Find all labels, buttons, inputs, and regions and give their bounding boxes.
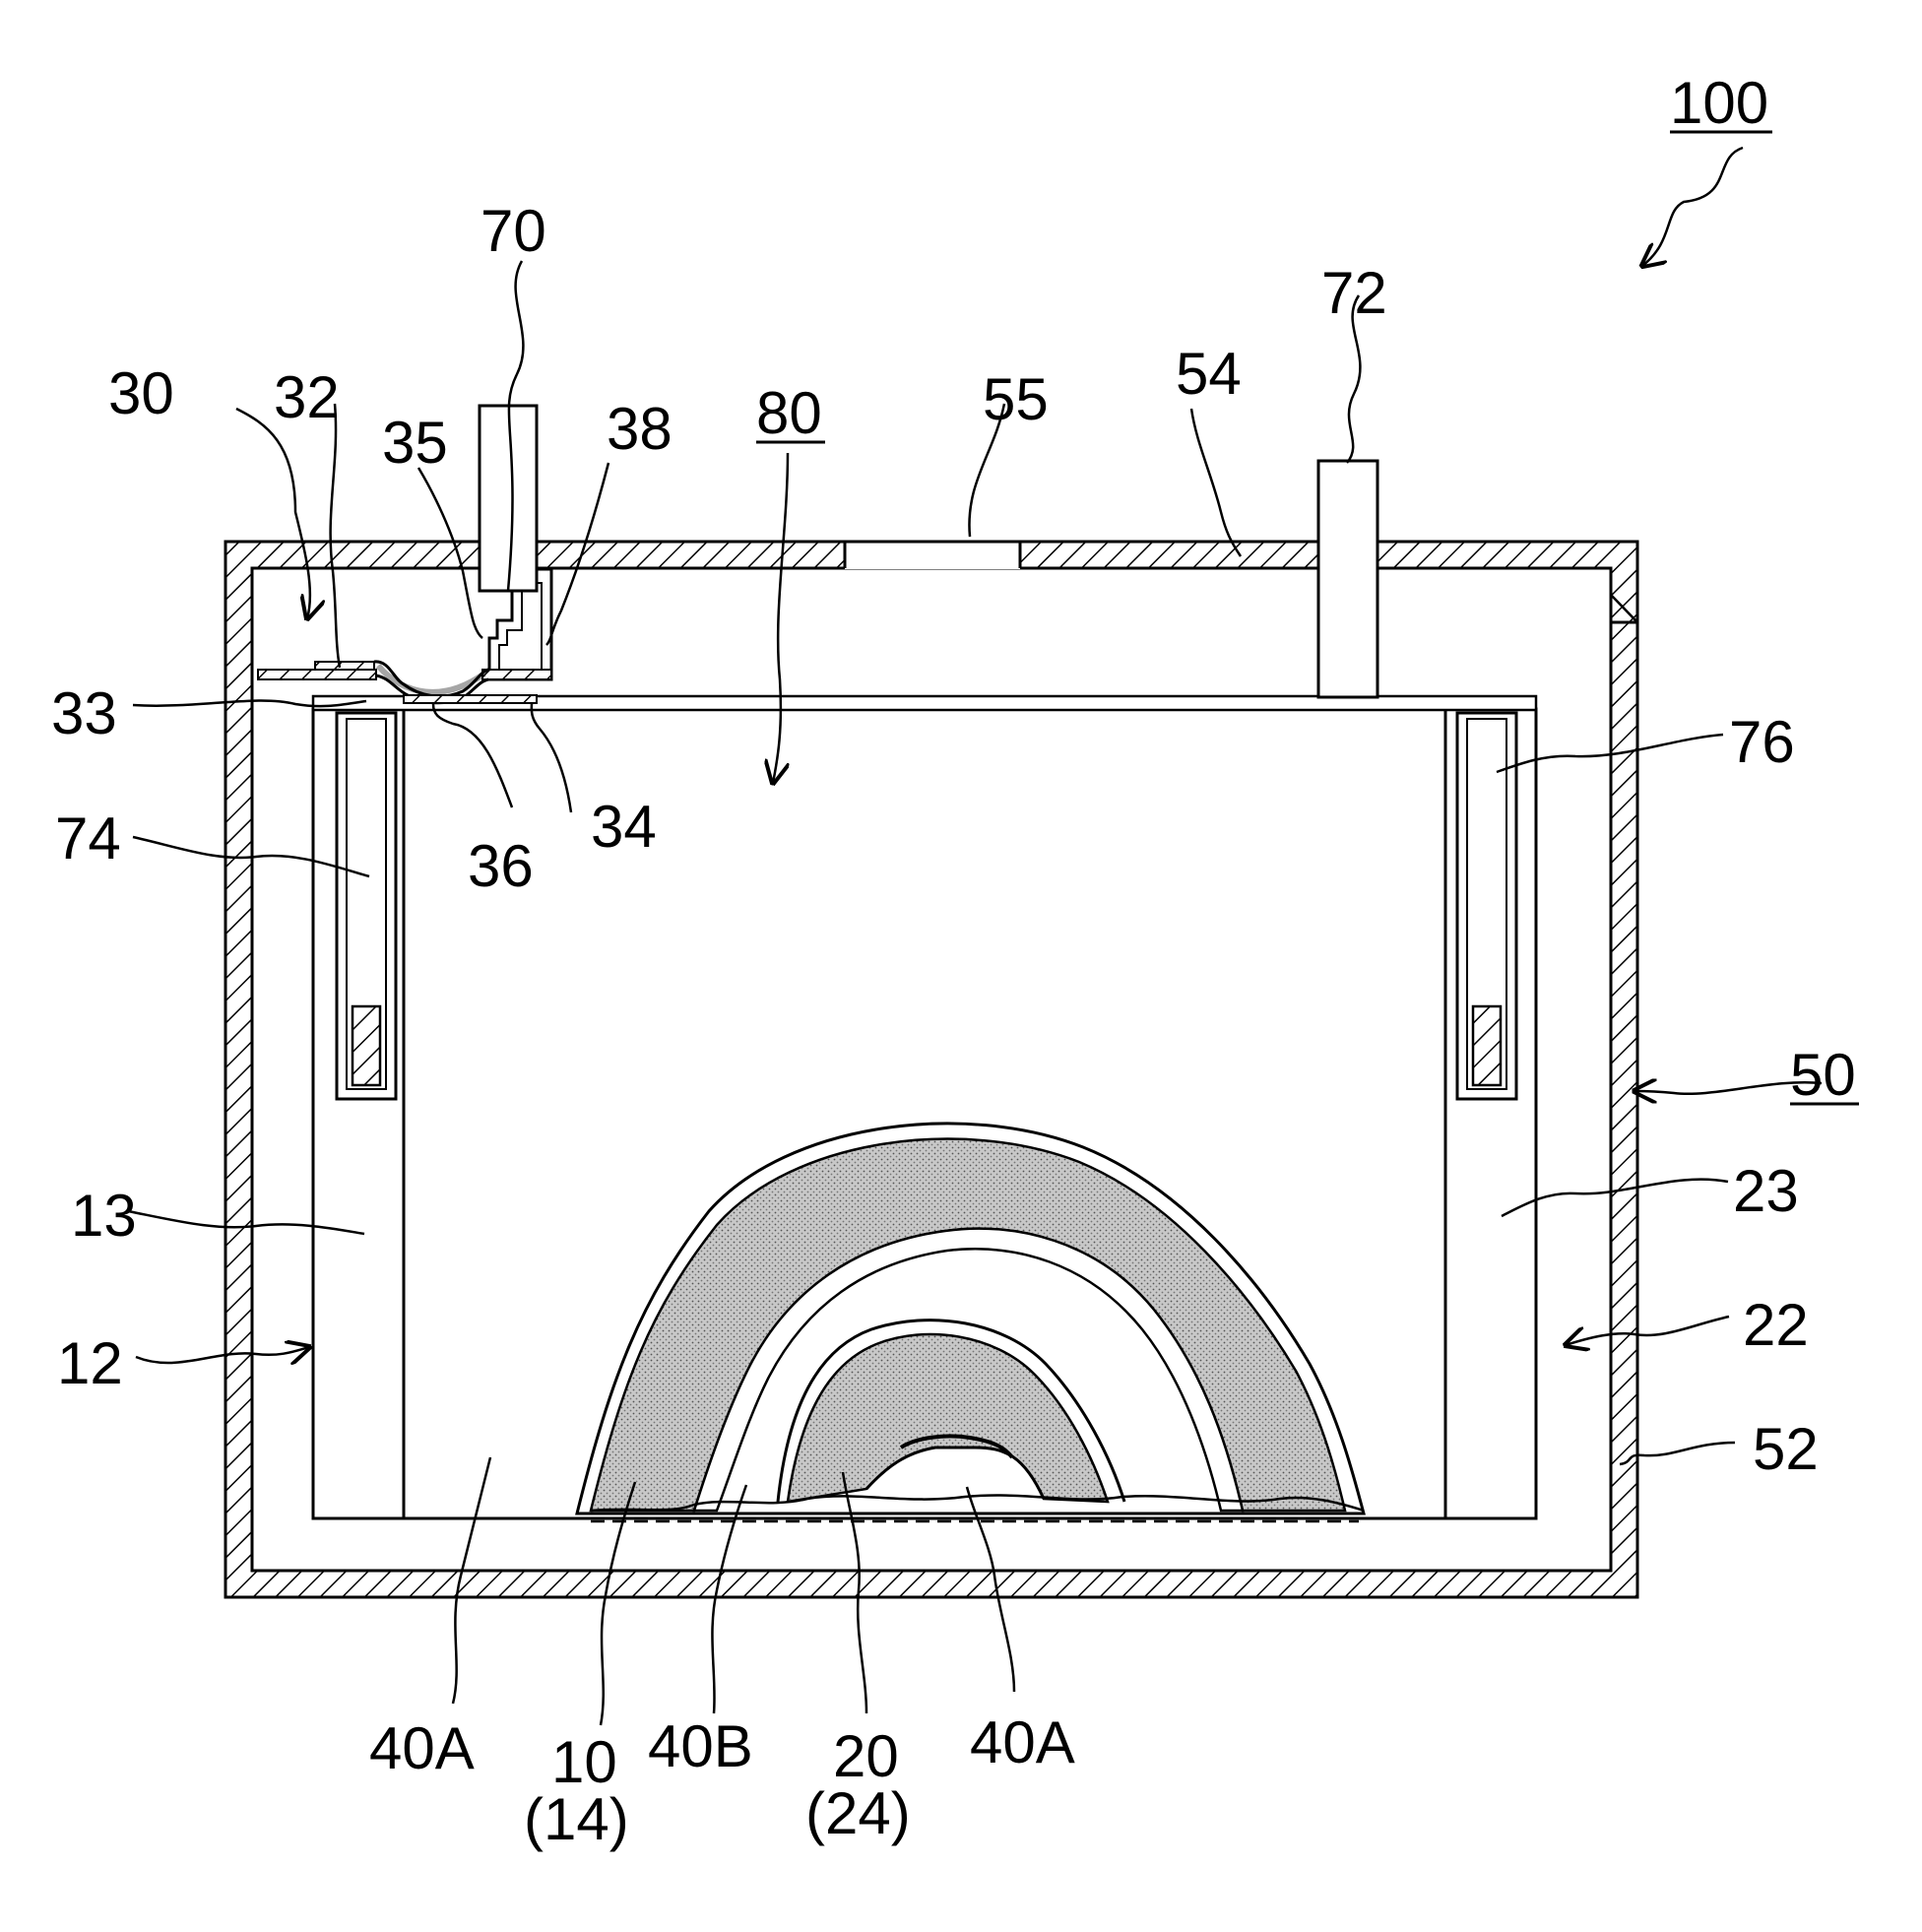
- label-30: 30: [108, 360, 174, 426]
- label-40a-left: 40A: [369, 1715, 475, 1781]
- contact-block-74: [352, 1006, 380, 1085]
- contact-block-76: [1473, 1006, 1501, 1085]
- label-76: 76: [1729, 709, 1795, 775]
- label-70: 70: [480, 198, 546, 264]
- label-72: 72: [1321, 260, 1387, 326]
- label-32: 32: [274, 364, 340, 430]
- label-24: (24): [805, 1780, 911, 1846]
- label-80: 80: [756, 380, 822, 446]
- label-52: 52: [1753, 1416, 1819, 1482]
- label-22: 22: [1743, 1292, 1809, 1358]
- label-23: 23: [1733, 1158, 1799, 1224]
- label-55: 55: [983, 366, 1049, 432]
- label-38: 38: [607, 396, 673, 462]
- label-74: 74: [55, 805, 121, 871]
- label-36: 36: [468, 833, 534, 899]
- label-35: 35: [382, 410, 448, 476]
- label-40b: 40B: [648, 1713, 753, 1779]
- label-50: 50: [1790, 1042, 1856, 1108]
- label-20: 20: [833, 1723, 899, 1789]
- terminal-70: [480, 406, 537, 591]
- label-14: (14): [524, 1786, 629, 1852]
- label-54: 54: [1176, 341, 1242, 407]
- label-34: 34: [591, 794, 657, 860]
- conductive-member-76: [1457, 713, 1516, 1099]
- label-33: 33: [51, 680, 117, 746]
- label-100: 100: [1670, 70, 1768, 136]
- label-40a-right: 40A: [970, 1709, 1075, 1775]
- label-12: 12: [57, 1330, 123, 1396]
- lid-opening-55: [845, 540, 1020, 569]
- conductive-member-74: [337, 713, 396, 1099]
- terminal-72: [1318, 461, 1377, 697]
- label-13: 13: [71, 1183, 137, 1249]
- label-10: 10: [551, 1729, 617, 1795]
